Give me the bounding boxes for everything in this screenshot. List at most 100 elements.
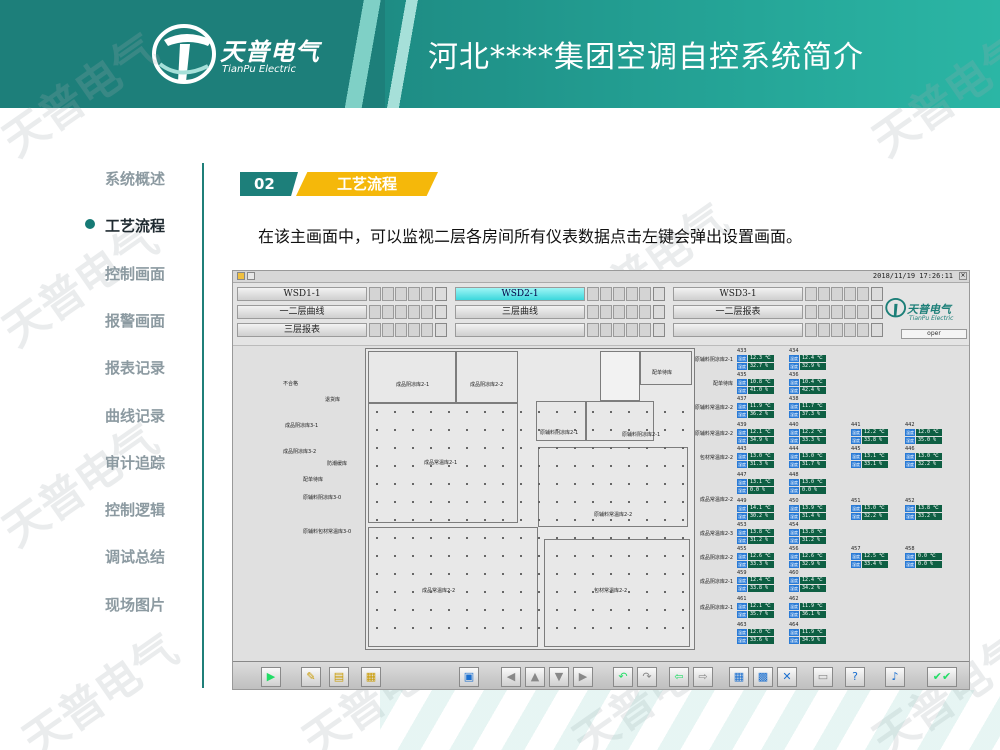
settings-icon[interactable]: [653, 305, 665, 319]
back-button[interactable]: ⇦: [669, 667, 689, 687]
temperature-value[interactable]: 13.0 ℃: [800, 479, 826, 486]
sidebar-item[interactable]: 控制逻辑: [105, 501, 166, 520]
humidity-value[interactable]: 33.3 %: [748, 561, 774, 568]
humidity-value[interactable]: 0.0 %: [748, 487, 774, 494]
settings-icon[interactable]: [653, 323, 665, 337]
delete-button[interactable]: ✕: [777, 667, 797, 687]
humidity-value[interactable]: 35.0 %: [916, 437, 942, 444]
room-cold-2-1[interactable]: [368, 351, 456, 403]
room-label[interactable]: 原辅料常温库2-2: [594, 512, 633, 518]
nav-button[interactable]: WSD2-1: [455, 287, 585, 301]
tool-button[interactable]: ✎: [301, 667, 321, 687]
printer-button[interactable]: ▭: [813, 667, 833, 687]
temperature-value[interactable]: 0.0 ℃: [916, 553, 942, 560]
room-main-2-2[interactable]: [368, 527, 538, 647]
confirm-button[interactable]: ✔✔: [927, 667, 957, 687]
humidity-value[interactable]: 36.2 %: [748, 411, 774, 418]
humidity-value[interactable]: 32.9 %: [800, 561, 826, 568]
room-label[interactable]: 原辅料阴凉库2-1: [622, 432, 661, 438]
nav-button[interactable]: WSD3-1: [673, 287, 803, 301]
room-pack-2-2[interactable]: [544, 539, 690, 647]
sidebar-item[interactable]: 曲线记录: [105, 406, 166, 425]
humidity-value[interactable]: 33.4 %: [862, 561, 888, 568]
temperature-value[interactable]: 13.9 ℃: [800, 505, 826, 512]
temperature-value[interactable]: 13.0 ℃: [862, 505, 888, 512]
humidity-value[interactable]: 34.9 %: [800, 637, 826, 644]
room-label[interactable]: 配单待库: [652, 370, 673, 376]
humidity-value[interactable]: 33.2 %: [916, 513, 942, 520]
temperature-value[interactable]: 11.9 ℃: [800, 629, 826, 636]
print-button[interactable]: ▩: [753, 667, 773, 687]
sidebar-item[interactable]: 调试总结: [105, 548, 166, 567]
arrow-right-button[interactable]: ▶: [573, 667, 593, 687]
settings-icon[interactable]: [653, 287, 665, 301]
humidity-value[interactable]: 33.1 %: [862, 461, 888, 468]
temperature-value[interactable]: 12.3 ℃: [748, 355, 774, 362]
room-raw-2-1b[interactable]: [586, 401, 654, 441]
sidebar-item[interactable]: 报警画面: [105, 311, 166, 330]
humidity-value[interactable]: 34.9 %: [748, 437, 774, 444]
temperature-value[interactable]: 13.0 ℃: [748, 453, 774, 460]
humidity-value[interactable]: 31.4 %: [800, 513, 826, 520]
redo-button[interactable]: ↷: [637, 667, 657, 687]
arrow-down-button[interactable]: ▼: [549, 667, 569, 687]
nav-button[interactable]: WSD1-1: [237, 287, 367, 301]
humidity-value[interactable]: 30.2 %: [748, 513, 774, 520]
run-button[interactable]: ▶: [261, 667, 281, 687]
temperature-value[interactable]: 11.7 ℃: [800, 403, 826, 410]
sidebar-item[interactable]: 审计追踪: [105, 453, 166, 472]
settings-icon[interactable]: [435, 305, 447, 319]
room-pending[interactable]: [640, 351, 692, 385]
temperature-value[interactable]: 12.0 ℃: [916, 429, 942, 436]
sidebar-item[interactable]: 现场图片: [105, 595, 166, 614]
save-button[interactable]: ▦: [729, 667, 749, 687]
temperature-value[interactable]: 12.2 ℃: [800, 429, 826, 436]
sidebar-item[interactable]: 报表记录: [105, 359, 166, 378]
temperature-value[interactable]: 12.5 ℃: [862, 553, 888, 560]
humidity-value[interactable]: 31.7 %: [800, 461, 826, 468]
image-button[interactable]: ▣: [459, 667, 479, 687]
humidity-value[interactable]: 33.6 %: [748, 637, 774, 644]
close-icon[interactable]: ×: [959, 272, 967, 280]
humidity-value[interactable]: 31.2 %: [748, 537, 774, 544]
room-raw-2-2[interactable]: [538, 447, 688, 527]
temperature-value[interactable]: 12.4 ℃: [748, 577, 774, 584]
settings-icon[interactable]: [871, 323, 883, 337]
folder-button[interactable]: ▤: [329, 667, 349, 687]
arrow-left-button[interactable]: ◀: [501, 667, 521, 687]
temperature-value[interactable]: 12.2 ℃: [862, 429, 888, 436]
humidity-value[interactable]: 33.8 %: [862, 437, 888, 444]
settings-icon[interactable]: [871, 287, 883, 301]
room-label[interactable]: 成品常温库2-1: [424, 460, 458, 466]
temperature-value[interactable]: 12.6 ℃: [800, 553, 826, 560]
sidebar-item[interactable]: 工艺流程: [105, 217, 166, 236]
room-raw-2-1[interactable]: [536, 401, 586, 441]
temperature-value[interactable]: 11.9 ℃: [800, 603, 826, 610]
temperature-value[interactable]: 13.8 ℃: [748, 529, 774, 536]
temperature-value[interactable]: 13.0 ℃: [916, 453, 942, 460]
humidity-value[interactable]: 0.0 %: [916, 561, 942, 568]
temperature-value[interactable]: 14.1 ℃: [748, 505, 774, 512]
temperature-value[interactable]: 12.0 ℃: [748, 629, 774, 636]
nav-button[interactable]: 一二层报表: [673, 305, 803, 319]
temperature-value[interactable]: 13.1 ℃: [862, 453, 888, 460]
humidity-value[interactable]: 33.8 %: [748, 585, 774, 592]
temperature-value[interactable]: 13.1 ℃: [748, 479, 774, 486]
humidity-value[interactable]: 37.3 %: [800, 411, 826, 418]
temperature-value[interactable]: 12.6 ℃: [748, 553, 774, 560]
temperature-value[interactable]: 12.4 ℃: [800, 355, 826, 362]
temperature-value[interactable]: 13.8 ℃: [800, 529, 826, 536]
settings-icon[interactable]: [871, 305, 883, 319]
temperature-value[interactable]: 12.1 ℃: [748, 603, 774, 610]
room-label[interactable]: 原辅料阴凉库2-1: [540, 430, 579, 436]
humidity-value[interactable]: 35.7 %: [748, 611, 774, 618]
settings-icon[interactable]: [435, 287, 447, 301]
temperature-value[interactable]: 10.4 ℃: [800, 379, 826, 386]
humidity-value[interactable]: 34.2 %: [800, 585, 826, 592]
room-label[interactable]: 成品阴凉库2-1: [396, 382, 430, 388]
sound-button[interactable]: ♪: [885, 667, 905, 687]
humidity-value[interactable]: 31.3 %: [748, 461, 774, 468]
arrow-up-button[interactable]: ▲: [525, 667, 545, 687]
nav-button[interactable]: 三层报表: [237, 323, 367, 337]
current-user[interactable]: oper: [901, 329, 967, 339]
